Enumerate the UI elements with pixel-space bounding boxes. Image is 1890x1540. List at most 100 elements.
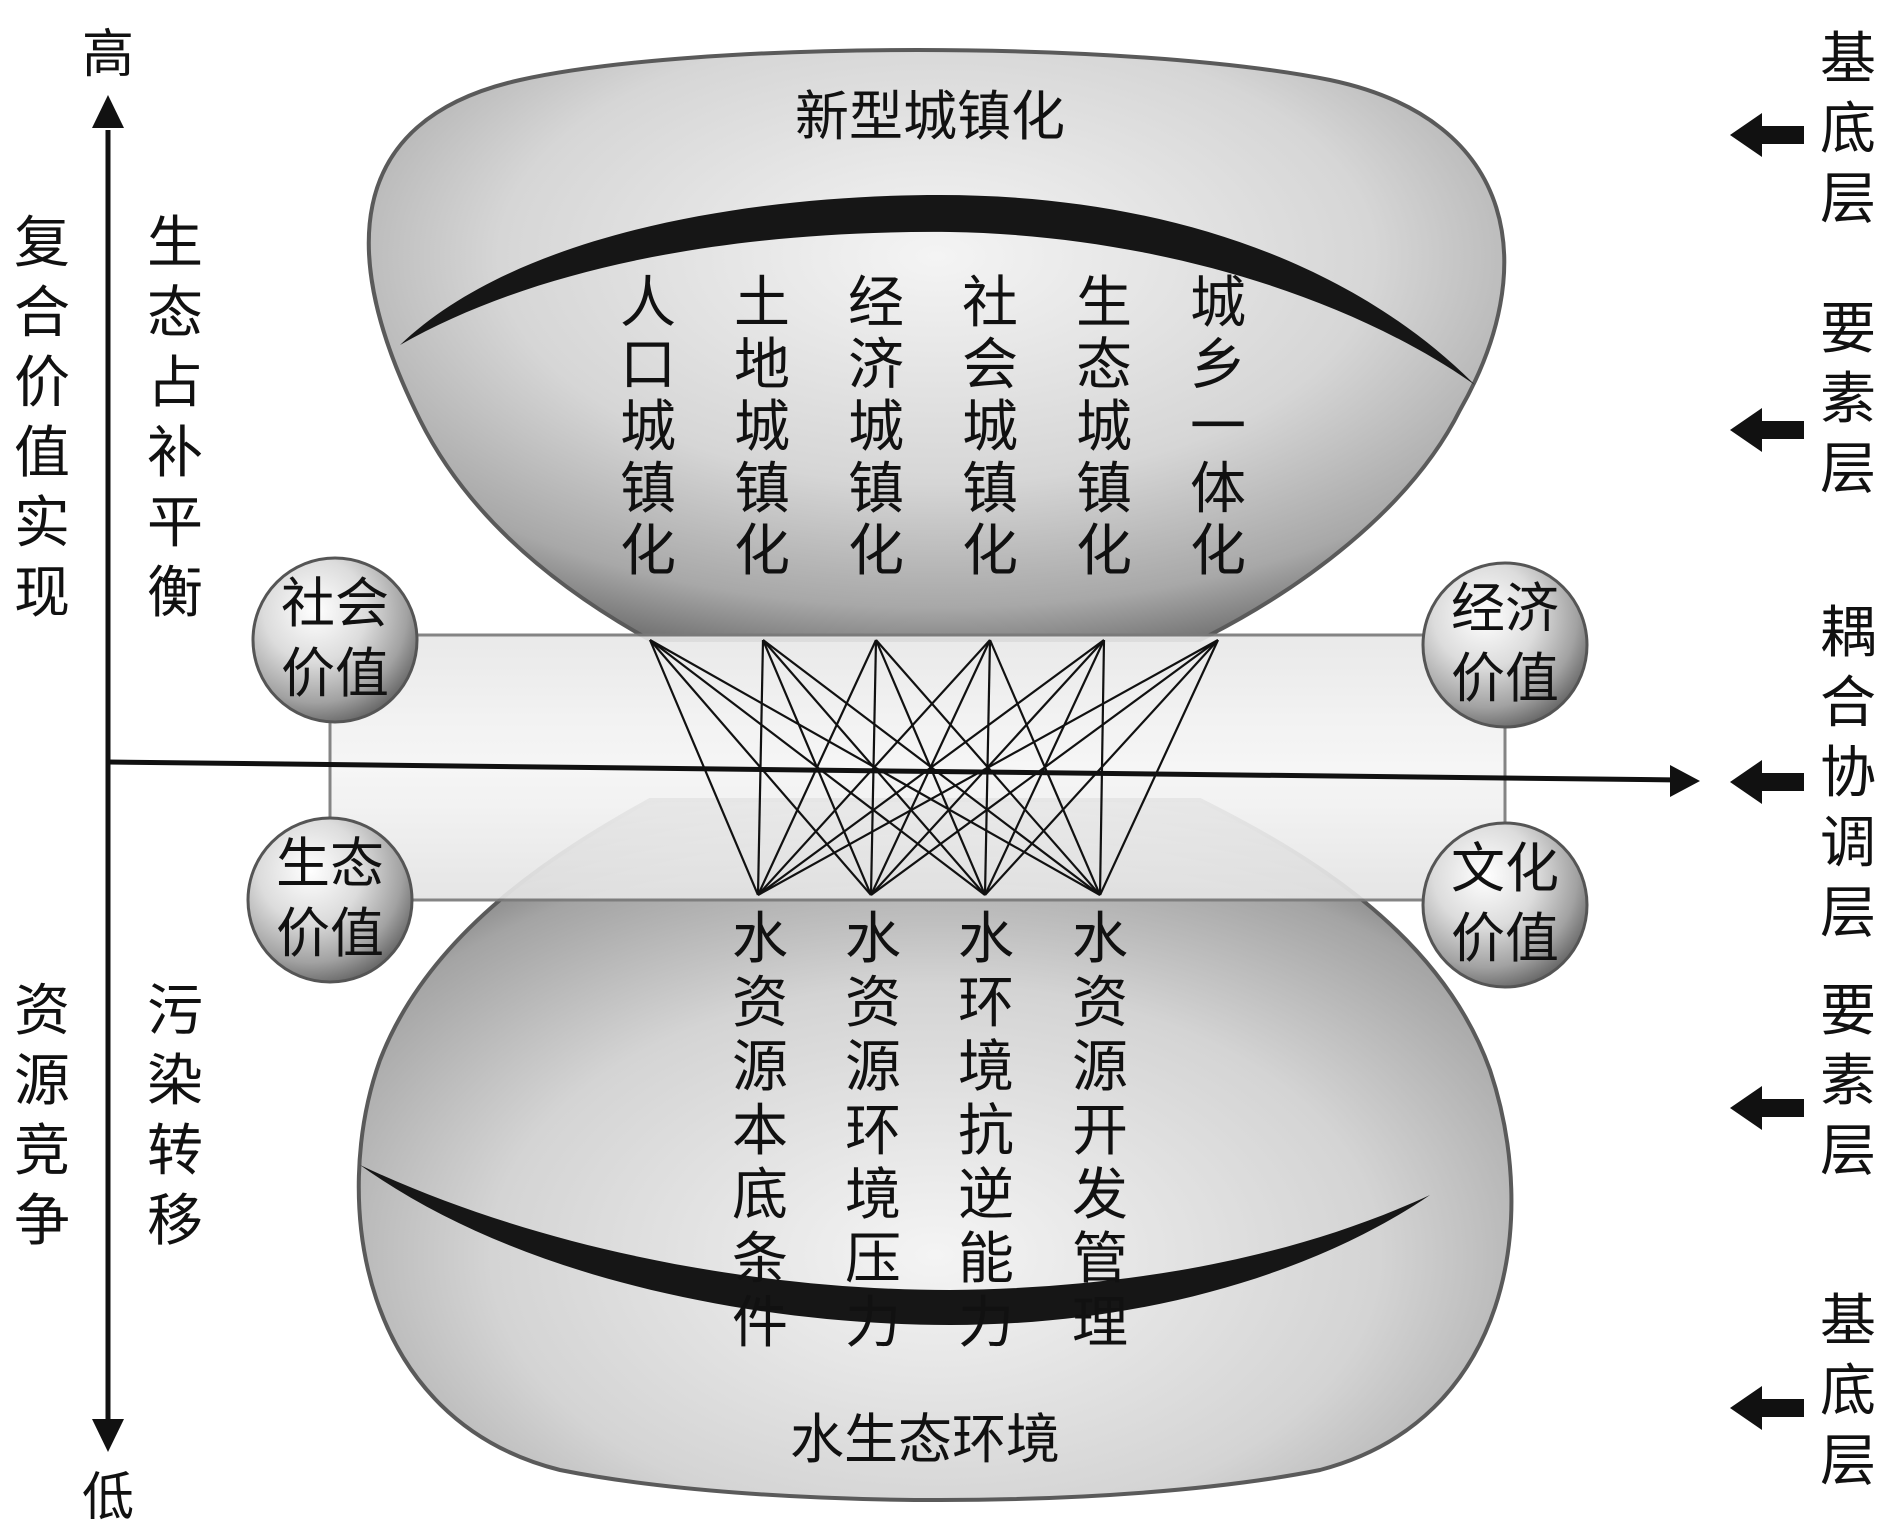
char: 污 [147, 979, 203, 1044]
bottom-bulb-title: 水生态环境 [790, 1408, 1060, 1471]
char: 层 [1820, 1119, 1876, 1184]
char: 要 [1820, 979, 1876, 1044]
top-bulb-shape [366, 48, 1507, 642]
layer-label-group [1730, 113, 1804, 157]
char: 合 [14, 281, 70, 346]
char: 化 [620, 519, 676, 584]
char: 土 [734, 271, 790, 336]
char: 抗 [958, 1099, 1014, 1164]
sphere-shape [246, 816, 414, 984]
coupling-link [1099, 639, 1219, 896]
char: 镇 [620, 457, 676, 522]
char: 城 [734, 395, 790, 460]
char: 层 [1820, 1429, 1876, 1494]
char: 口 [620, 333, 676, 398]
char: 镇 [848, 457, 904, 522]
char: 环 [845, 1099, 901, 1164]
horizontal-axis [107, 759, 1681, 783]
sphere-label-line: 文化 [1451, 837, 1559, 900]
left-arrow-icon [1730, 1086, 1762, 1130]
sphere-label-line: 价值 [281, 642, 389, 705]
char: 资 [732, 971, 788, 1036]
char: 基 [1820, 27, 1876, 92]
char: 化 [1190, 519, 1246, 584]
sphere-shape [251, 556, 419, 724]
char: 调 [1820, 811, 1876, 876]
char: 境 [958, 1035, 1014, 1100]
left-arrow-shaft [1758, 1099, 1804, 1117]
layer-label-group [1730, 1386, 1804, 1430]
char: 体 [1190, 457, 1246, 522]
char: 协 [1820, 741, 1876, 806]
char: 逆 [958, 1163, 1014, 1228]
char: 底 [1820, 1359, 1876, 1424]
layer-label-group [1730, 408, 1804, 452]
left-arrow-shaft [1758, 126, 1804, 144]
left-arrow-shaft [1758, 1399, 1804, 1417]
char: 社 [962, 271, 1018, 336]
char: 本 [732, 1099, 788, 1164]
coupling-link [870, 639, 1219, 896]
char: 水 [845, 907, 901, 972]
top-bulb-title: 新型城镇化 [795, 85, 1065, 148]
char: 开 [1072, 1099, 1128, 1164]
left-arrow-icon [1730, 113, 1762, 157]
char: 力 [958, 1291, 1014, 1356]
sphere-label-line: 价值 [1451, 907, 1559, 970]
char: 力 [845, 1291, 901, 1356]
char: 素 [1820, 1049, 1876, 1114]
char: 实 [14, 491, 70, 556]
char: 态 [147, 281, 203, 346]
char: 态 [1076, 333, 1132, 398]
char: 地 [734, 333, 790, 398]
layer-label: 要素层 [1820, 297, 1876, 502]
left-arrow-icon [1730, 408, 1762, 452]
char: 资 [14, 979, 70, 1044]
char: 镇 [962, 457, 1018, 522]
char: 能 [958, 1227, 1014, 1292]
layer-label: 基底层 [1820, 1289, 1876, 1494]
char: 管 [1072, 1227, 1128, 1292]
left-arrow-icon [1730, 1386, 1762, 1430]
char: 平 [147, 491, 203, 556]
char: 现 [14, 561, 70, 626]
char: 值 [14, 421, 70, 486]
char: 要 [1820, 297, 1876, 362]
char: 源 [1072, 1035, 1128, 1100]
top-bulb-arc [400, 195, 1475, 385]
char: 资 [1072, 971, 1128, 1036]
char: 生 [1076, 271, 1132, 336]
char: 生 [147, 211, 203, 276]
coupling-link [757, 639, 991, 896]
vertical-axis-arrowhead-bottom [92, 1419, 124, 1452]
layer-label-group [1730, 760, 1804, 804]
char: 水 [958, 907, 1014, 972]
char: 济 [848, 333, 904, 398]
char: 会 [962, 333, 1018, 398]
char: 资 [845, 971, 901, 1036]
char: 发 [1072, 1163, 1128, 1228]
coupling-link [984, 639, 1219, 896]
axis-high-label: 高 [82, 25, 134, 85]
char: 基 [1820, 1289, 1876, 1354]
char: 镇 [734, 457, 790, 522]
char: 占 [147, 351, 203, 416]
char: 价 [14, 351, 70, 416]
char: 补 [147, 421, 203, 486]
char: 境 [845, 1163, 901, 1228]
layer-label: 基底层 [1820, 27, 1876, 232]
